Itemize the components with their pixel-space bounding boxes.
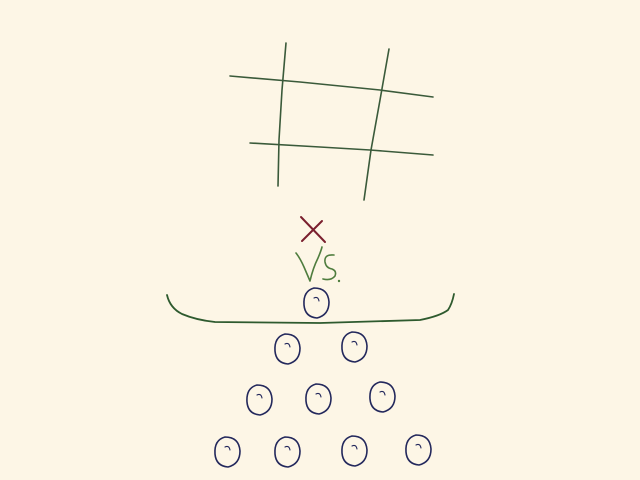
pebble-body bbox=[246, 384, 273, 416]
pebble-eye bbox=[351, 444, 358, 450]
vs-letter-v bbox=[295, 246, 323, 282]
pebble-tray bbox=[166, 293, 455, 324]
pebble-body bbox=[405, 434, 432, 466]
pebble-icon[interactable] bbox=[405, 434, 432, 466]
pebble-icon[interactable] bbox=[303, 287, 330, 319]
pebble-icon[interactable] bbox=[246, 384, 273, 416]
pebble-eye bbox=[351, 340, 358, 346]
pebble-eye bbox=[315, 392, 322, 398]
pebble-eye bbox=[284, 342, 291, 348]
pebble-icon[interactable] bbox=[341, 435, 368, 467]
pebble-body bbox=[303, 287, 330, 319]
pebble-body bbox=[214, 436, 241, 468]
pebble-icon[interactable] bbox=[274, 436, 301, 468]
pebble-eye bbox=[415, 443, 422, 449]
grid-line-vertical-right bbox=[363, 48, 390, 201]
pebble-body bbox=[274, 333, 301, 365]
pebble-icon[interactable] bbox=[274, 333, 301, 365]
pebble-eye bbox=[224, 445, 231, 451]
pebble-stack bbox=[214, 287, 432, 468]
pebble-body bbox=[305, 383, 332, 415]
pebble-eye bbox=[284, 445, 291, 451]
pebble-eye bbox=[379, 390, 386, 396]
pebble-body bbox=[274, 436, 301, 468]
pebble-icon[interactable] bbox=[305, 383, 332, 415]
pebble-body bbox=[369, 381, 396, 413]
vs-letter-s bbox=[322, 254, 337, 281]
pebble-icon[interactable] bbox=[341, 331, 368, 363]
pebble-icon[interactable] bbox=[369, 381, 396, 413]
grid-line-horizontal-bottom bbox=[249, 142, 434, 156]
tic-tac-toe-grid[interactable] bbox=[229, 42, 434, 201]
vs-dot bbox=[337, 279, 341, 283]
pebble-eye bbox=[256, 393, 263, 399]
vs-label bbox=[295, 246, 341, 283]
pebble-eye bbox=[313, 296, 320, 302]
pebble-body bbox=[341, 435, 368, 467]
x-mark-icon bbox=[300, 216, 326, 243]
pebble-icon[interactable] bbox=[214, 436, 241, 468]
grid-line-vertical-left bbox=[277, 42, 287, 187]
grid-line-horizontal-top bbox=[229, 75, 434, 98]
pebble-body bbox=[341, 331, 368, 363]
